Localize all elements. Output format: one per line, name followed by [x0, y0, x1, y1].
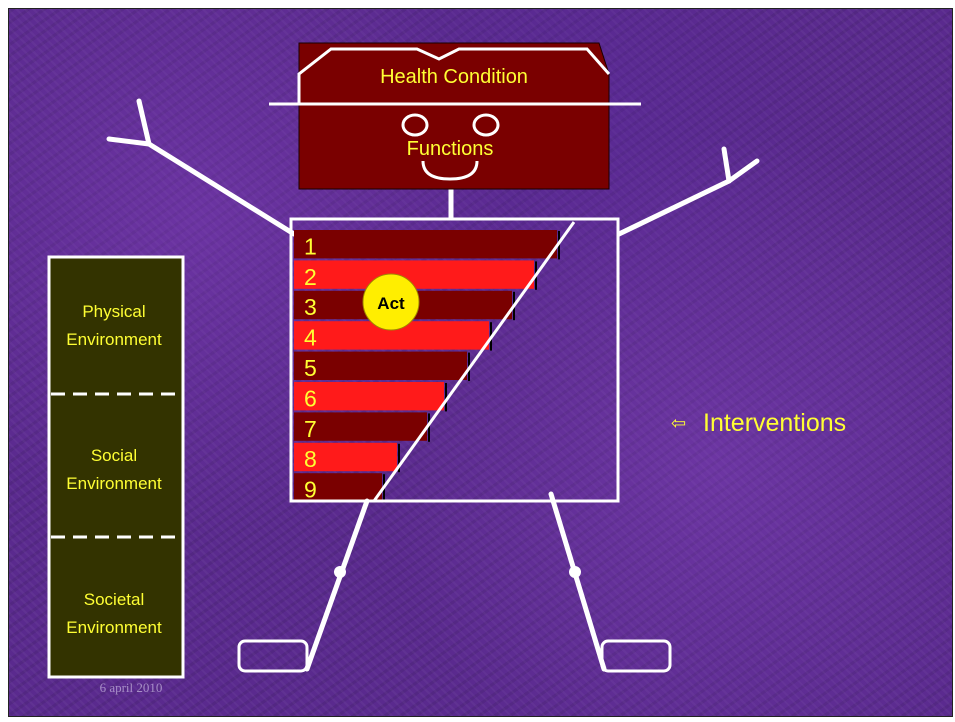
environment-panel: Physical Environment Social Environment … — [47, 255, 185, 679]
right-leg — [548, 491, 672, 673]
level-bar-9 — [294, 473, 382, 502]
level-label-8: 8 — [304, 446, 317, 472]
head-bottom-label: Functions — [407, 138, 494, 160]
societal-environment-line2: Environment — [66, 618, 162, 637]
mouth — [421, 160, 479, 181]
head-shape — [298, 42, 610, 190]
left-eye — [401, 113, 429, 137]
level-label-9: 9 — [304, 477, 317, 503]
level-label-1: 1 — [304, 233, 317, 259]
interventions-label: Interventions — [703, 409, 846, 437]
torso-diagonal — [372, 221, 576, 502]
level-bar-6 — [294, 382, 444, 411]
interventions-arrow-icon: ⇦ — [671, 413, 686, 433]
level-bar-7 — [294, 412, 427, 441]
footer-date: 6 april 2010 — [100, 680, 163, 695]
torso: 1 2 3 4 5 6 7 8 9 Act — [289, 217, 620, 503]
left-arm — [106, 98, 297, 237]
level-label-7: 7 — [304, 416, 317, 442]
level-label-3: 3 — [304, 294, 317, 320]
physical-environment-line2: Environment — [66, 330, 162, 349]
act-label: Act — [377, 294, 405, 313]
level-bar-8 — [294, 442, 397, 472]
activity-levels: 1 2 3 4 5 6 7 8 9 — [294, 230, 560, 503]
level-bar-1 — [294, 230, 557, 259]
societal-environment-line1: Societal — [84, 590, 144, 609]
left-foot — [237, 639, 309, 673]
head-top-label: Health Condition — [380, 66, 528, 88]
right-eye — [472, 113, 500, 137]
level-label-6: 6 — [304, 385, 317, 411]
physical-environment-line1: Physical — [82, 302, 145, 321]
level-label-4: 4 — [304, 325, 317, 351]
right-arm — [616, 146, 760, 237]
slide-canvas: Physical Environment Social Environment … — [8, 8, 953, 717]
level-label-5: 5 — [304, 355, 317, 381]
right-knee — [569, 566, 581, 578]
level-bar-2 — [294, 260, 534, 289]
right-foot — [600, 639, 672, 673]
torso-outline — [289, 217, 620, 503]
level-label-2: 2 — [304, 264, 317, 290]
head-outline — [297, 47, 611, 104]
environment-panel-box — [47, 255, 185, 679]
social-environment-line1: Social — [91, 446, 137, 465]
left-knee — [334, 566, 346, 578]
act-circle — [362, 273, 420, 331]
left-leg — [237, 498, 370, 673]
head: Health Condition Functions — [269, 42, 641, 190]
level-bar-5 — [294, 351, 467, 380]
figure-diagram: Physical Environment Social Environment … — [47, 42, 846, 695]
social-environment-line2: Environment — [66, 474, 162, 493]
